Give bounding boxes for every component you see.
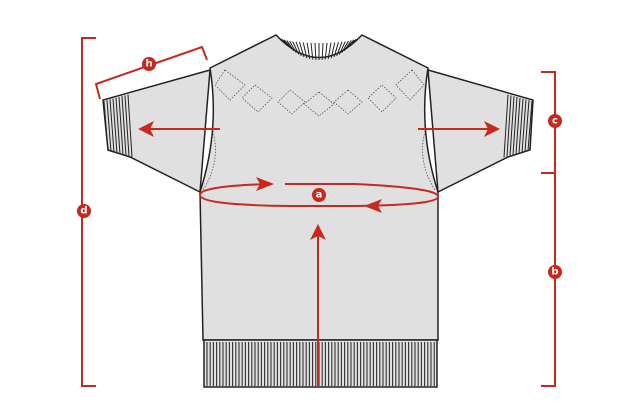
svg-text:c: c bbox=[552, 116, 558, 127]
rib-line bbox=[127, 94, 133, 158]
rib-line bbox=[295, 41, 302, 57]
rib-line bbox=[343, 40, 352, 52]
rib-line bbox=[333, 42, 339, 58]
rib-line bbox=[336, 41, 343, 57]
rib-line bbox=[302, 42, 308, 59]
rib-line bbox=[306, 42, 311, 60]
rib-line bbox=[286, 40, 295, 52]
rib-line bbox=[509, 96, 515, 156]
right-sleeve bbox=[427, 68, 534, 194]
rib-line bbox=[292, 41, 300, 55]
rib-line bbox=[283, 39, 293, 50]
measurement-lines bbox=[81, 37, 556, 387]
svg-text:h: h bbox=[145, 59, 152, 70]
label-h: h bbox=[142, 57, 156, 71]
rib-line bbox=[109, 99, 115, 153]
rib-line bbox=[299, 42, 305, 58]
rib-line bbox=[106, 100, 112, 152]
rib-line bbox=[524, 100, 530, 152]
left-sleeve bbox=[102, 68, 211, 194]
rib-line bbox=[310, 42, 314, 60]
ribbing-lines bbox=[103, 38, 533, 386]
rib-line bbox=[327, 42, 332, 60]
rib-line bbox=[289, 40, 297, 54]
rib-line bbox=[512, 96, 518, 156]
yoke-pattern bbox=[202, 69, 436, 191]
rib-line bbox=[521, 99, 527, 153]
svg-text:b: b bbox=[551, 267, 558, 278]
rib-line bbox=[518, 98, 524, 154]
body bbox=[199, 34, 439, 341]
svg-text:a: a bbox=[316, 190, 323, 201]
rib-line bbox=[515, 97, 521, 155]
rib-line bbox=[349, 38, 359, 46]
rib-line bbox=[115, 97, 121, 155]
hem-ribbing bbox=[203, 339, 438, 388]
dimension-b-line bbox=[541, 173, 556, 387]
chest-ellipse bbox=[198, 183, 439, 207]
sweater-illustration bbox=[102, 34, 534, 388]
rib-line bbox=[118, 96, 124, 156]
label-c: c bbox=[548, 114, 562, 128]
rib-line bbox=[314, 42, 317, 60]
label-a: a bbox=[312, 188, 326, 202]
arrowheads bbox=[138, 121, 500, 240]
svg-text:d: d bbox=[80, 206, 87, 217]
rib-line bbox=[321, 42, 324, 60]
rib-line bbox=[341, 40, 349, 54]
rib-line bbox=[338, 41, 346, 55]
rib-line bbox=[124, 95, 130, 157]
rib-line bbox=[503, 94, 509, 158]
rib-line bbox=[527, 100, 533, 152]
rib-line bbox=[324, 42, 328, 60]
rib-line bbox=[506, 95, 512, 157]
rib-line bbox=[103, 100, 109, 152]
rib-line bbox=[121, 96, 127, 156]
rib-line bbox=[112, 98, 118, 154]
label-d: d bbox=[77, 204, 91, 218]
rib-line bbox=[330, 42, 336, 59]
label-b: b bbox=[548, 265, 562, 279]
